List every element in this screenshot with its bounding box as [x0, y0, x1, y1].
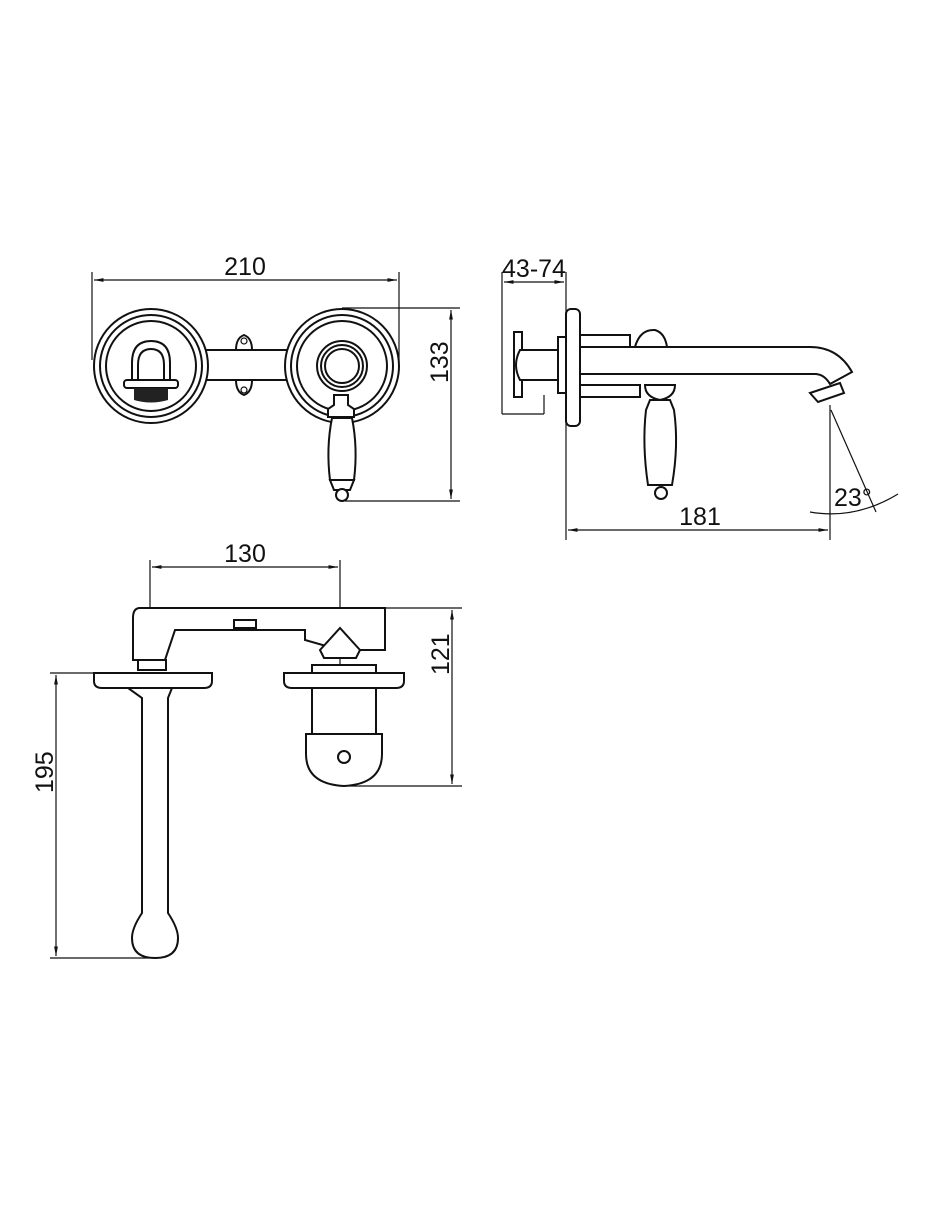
spout-plate-top: [93, 672, 213, 689]
dimension-195: 195: [31, 751, 59, 793]
dimension-43-74: 43-74: [502, 255, 566, 283]
dimension-133: 133: [426, 341, 454, 383]
dimension-210: 210: [224, 253, 266, 281]
wall-plate: [565, 308, 581, 427]
dimension-121: 121: [427, 633, 455, 675]
spout-side: [579, 346, 854, 386]
lever-handle-side: [643, 399, 678, 486]
top-view: 130 121 195: [31, 540, 462, 960]
dimension-130: 130: [224, 540, 266, 568]
side-view: 43-74 23° 181: [501, 255, 899, 540]
mixer-front: [284, 308, 400, 502]
front-view: 210 133: [91, 253, 460, 502]
dimension-23-degrees: 23°: [834, 484, 872, 512]
mixer-plate-top: [283, 672, 405, 689]
spout-top: [124, 687, 180, 960]
lever-handle-front: [327, 394, 355, 418]
spout-outlet-front: [93, 308, 209, 424]
dimension-181: 181: [679, 503, 721, 531]
